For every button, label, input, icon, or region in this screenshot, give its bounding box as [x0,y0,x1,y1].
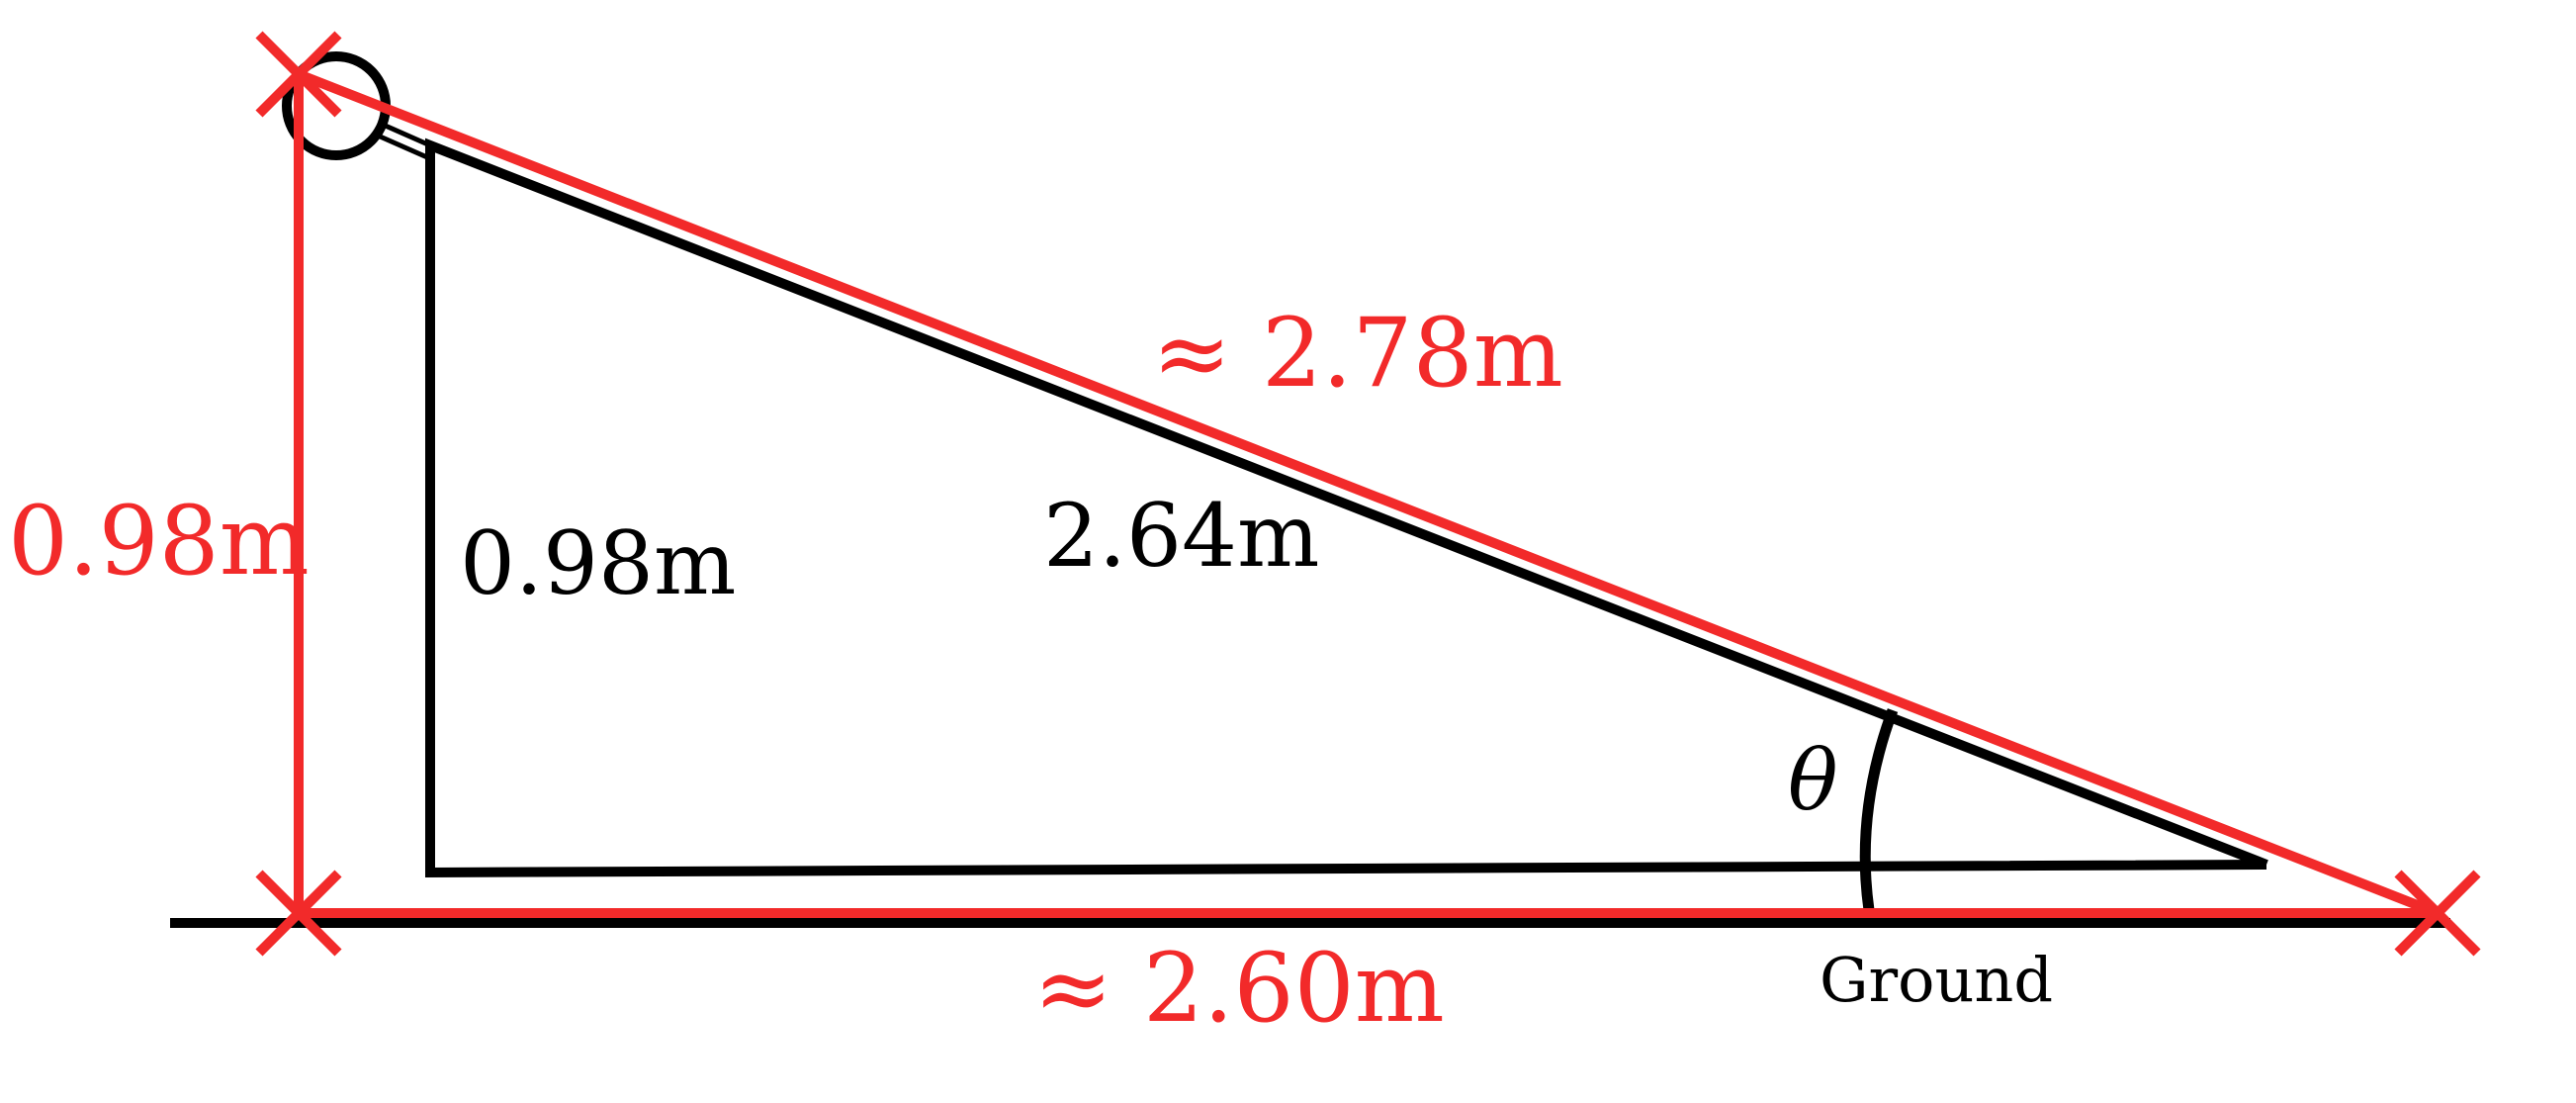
ground-label: Ground [1820,944,2053,1016]
angle-label: θ [1788,732,1838,829]
height-measured-label: 0.98m [8,486,310,597]
pivot-connector-2 [376,133,429,160]
hypotenuse-measured-label: ≈ 2.78m [1152,298,1563,409]
original-triangle [425,138,2268,878]
vertex-marker-bottom-left [255,870,342,957]
hypotenuse-original-label: 2.64m [1043,485,1319,587]
pivot-connector-1 [379,121,432,148]
vertex-marker-top [255,31,342,118]
base-measured-label: ≈ 2.60m [1033,933,1445,1044]
height-original-label: 0.98m [460,512,736,614]
angle-arc [1859,708,1899,911]
measured-hypotenuse-line [297,69,2440,918]
vertex-marker-bottom-right [2394,870,2481,957]
